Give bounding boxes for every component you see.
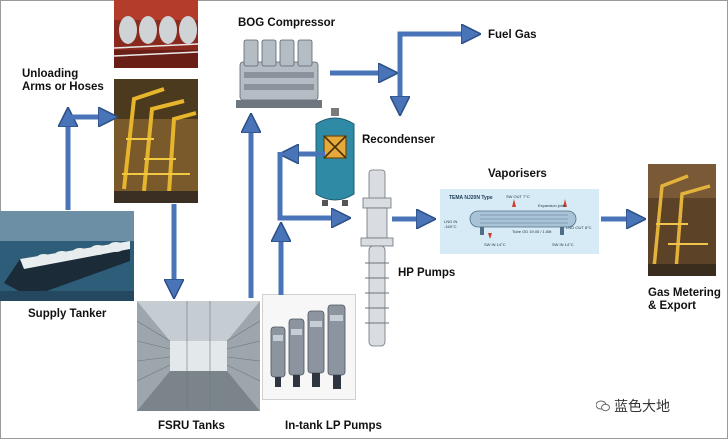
gas-metering-photo bbox=[648, 164, 716, 276]
hp-pump-image bbox=[355, 168, 400, 353]
label-fuel-gas: Fuel Gas bbox=[488, 29, 537, 41]
lp-pumps-photo bbox=[262, 294, 356, 400]
vaporiser-tag: SW IN 14°C bbox=[484, 242, 506, 247]
ship-deck-photo bbox=[114, 0, 198, 68]
vaporiser-tag: SW IN 14°C bbox=[552, 242, 574, 247]
watermark-text: 蓝色大地 bbox=[614, 399, 670, 415]
arrow-to-fuel-gas bbox=[397, 34, 472, 108]
recondenser-vessel bbox=[310, 108, 360, 208]
label-unloading-arms-2: Arms or Hoses bbox=[22, 81, 104, 93]
label-supply-tanker: Supply Tanker bbox=[28, 308, 107, 320]
label-in-tank-lp-pumps: In-tank LP Pumps bbox=[285, 420, 382, 432]
label-hp-pumps: HP Pumps bbox=[398, 267, 456, 279]
unloading-arms-photo bbox=[114, 79, 198, 203]
label-vaporisers: Vaporisers bbox=[488, 168, 547, 180]
watermark-icon bbox=[595, 399, 610, 412]
label-unloading-arms-1: Unloading bbox=[22, 68, 79, 80]
supply-tanker-photo bbox=[0, 211, 134, 301]
vaporiser-tag: LNG IN -160°C bbox=[444, 219, 458, 229]
label-gas-metering-1: Gas Metering bbox=[648, 287, 721, 299]
vaporiser-tag: SW OUT 7°C bbox=[506, 194, 530, 199]
label-fsru-tanks: FSRU Tanks bbox=[158, 420, 225, 432]
vaporiser-panel: TEMA NJ20N Type SW OUT 7°C Expansion joi… bbox=[440, 189, 599, 254]
fsru-tank-photo bbox=[137, 301, 260, 411]
bog-compressor-image bbox=[232, 32, 327, 114]
vaporiser-tag: Tube OD 19.05 / 1.65t bbox=[512, 229, 552, 234]
vaporiser-tag: Expansion joint bbox=[538, 203, 566, 208]
vaporiser-panel-title: TEMA NJ20N Type bbox=[449, 195, 493, 201]
label-bog-compressor: BOG Compressor bbox=[238, 17, 336, 29]
arrow-recondenser-to-hp bbox=[277, 152, 342, 218]
label-gas-metering-2: & Export bbox=[648, 300, 696, 312]
label-recondenser: Recondenser bbox=[362, 134, 435, 146]
vaporiser-tag: LNG OUT 8°C bbox=[566, 225, 592, 230]
